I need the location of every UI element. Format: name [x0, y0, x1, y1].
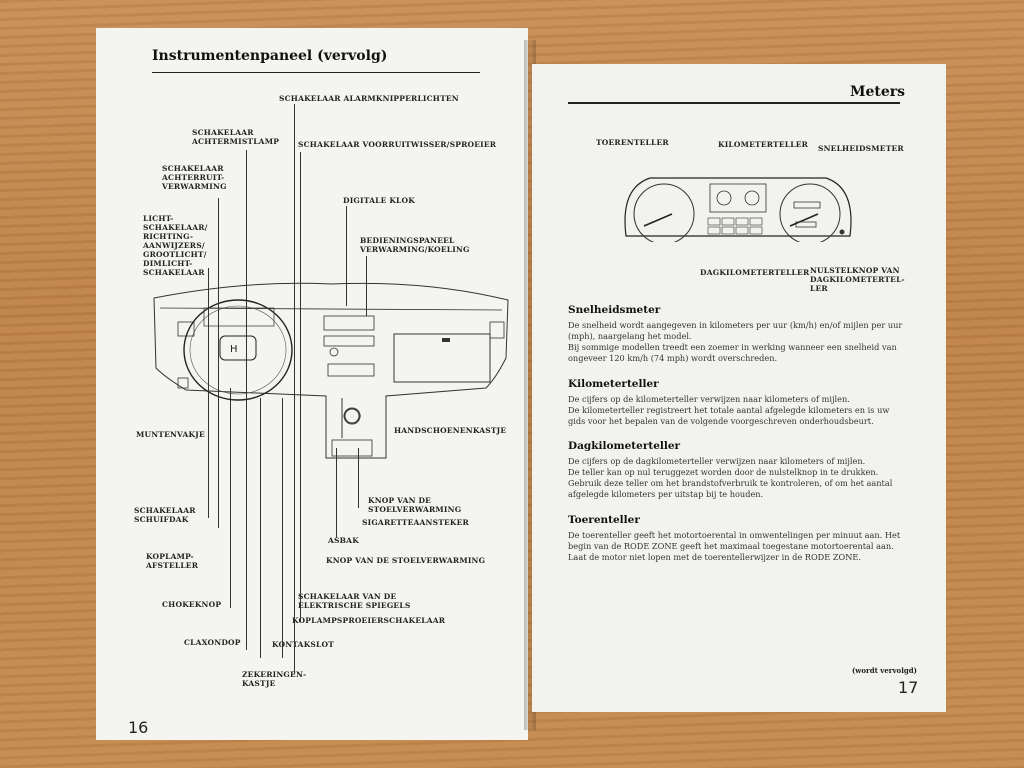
- header-rule: [568, 102, 900, 104]
- label-alarm: SCHAKELAAR ALARMKNIPPERLICHTEN: [279, 94, 459, 103]
- label-zekering: ZEKERINGEN- KASTJE: [242, 670, 307, 688]
- label-sigaret: SIGARETTEAANSTEKER: [362, 518, 469, 527]
- leader-line: [336, 448, 337, 538]
- label-snelheidsmeter: SNELHEIDSMETER: [818, 144, 904, 153]
- right-page-header: Meters: [850, 84, 906, 100]
- left-page-header: Instrumentenpaneel (vervolg): [152, 48, 388, 64]
- section-title: Dagkilometerteller: [568, 440, 681, 452]
- label-sproeier: KOPLAMPSPROEIERSCHAKELAAR: [292, 616, 446, 625]
- leader-line: [260, 398, 261, 658]
- section-title: Kilometerteller: [568, 378, 659, 390]
- gauge-cluster: [624, 177, 852, 242]
- left-page: Instrumentenpaneel (vervolg) SCHAKELAAR …: [96, 28, 528, 740]
- leader-line: [366, 256, 367, 316]
- label-bediening: BEDIENINGSPANEEL VERWARMING/KOELING: [360, 236, 470, 254]
- label-klok: DIGITALE KLOK: [343, 196, 415, 205]
- continued-note: (wordt vervolgd): [852, 666, 917, 675]
- label-koplamp-afsteller: KOPLAMP- AFSTELLER: [146, 552, 199, 570]
- section-text: De cijfers op de dagkilometerteller verw…: [568, 456, 893, 499]
- label-nulstel: NULSTELKNOP VAN DAGKILOMETERTEL- LER: [810, 266, 905, 293]
- page-number-left: 16: [128, 718, 149, 737]
- dashboard-illustration: H: [153, 282, 509, 459]
- label-kilometerteller: KILOMETERTELLER: [718, 140, 809, 149]
- label-kontakslot: KONTAKSLOT: [272, 640, 335, 649]
- label-dagkilometerteller: DAGKILOMETERTELLER: [700, 268, 810, 277]
- section-text: De snelheid wordt aangegeven in kilomete…: [568, 320, 903, 363]
- label-schuifdak: SCHAKELAAR SCHUIFDAK: [134, 506, 196, 524]
- section-text: De cijfers op de kilometerteller verwijz…: [568, 394, 890, 426]
- header-rule: [152, 72, 480, 73]
- label-achtermist: SCHAKELAAR ACHTERMISTLAMP: [192, 128, 280, 146]
- label-ruitwisser: SCHAKELAAR VOORRUITWISSER/SPROEIER: [298, 140, 497, 149]
- label-choke: CHOKEKNOP: [162, 600, 222, 609]
- label-spiegels: SCHAKELAAR VAN DE ELEKTRISCHE SPIEGELS: [298, 592, 411, 610]
- label-muntenvakje: MUNTENVAKJE: [136, 430, 205, 439]
- leader-line: [294, 104, 295, 674]
- label-claxon: CLAXONDOP: [184, 638, 241, 647]
- section-title: Snelheidsmeter: [568, 304, 661, 316]
- svg-text:H: H: [230, 344, 238, 355]
- leader-line: [246, 150, 247, 650]
- leader-line: [230, 388, 231, 608]
- label-achterruit: SCHAKELAAR ACHTERRUIT- VERWARMING: [162, 164, 227, 191]
- leader-line: [218, 198, 219, 528]
- section-title: Toerenteller: [568, 514, 640, 526]
- label-handschoen: HANDSCHOENENKASTJE: [394, 426, 507, 435]
- label-stoel2: KNOP VAN DE STOELVERWARMING: [326, 556, 486, 565]
- leader-line: [358, 448, 359, 508]
- leader-line: [346, 206, 347, 306]
- leader-line: [300, 152, 301, 622]
- right-page: Meters TOERENTELLER KILOMETERTELLER SNEL…: [532, 64, 946, 712]
- label-asbak: ASBAK: [328, 536, 359, 545]
- label-stoel1: KNOP VAN DE STOELVERWARMING: [368, 496, 462, 514]
- label-licht: LICHT- SCHAKELAAR/ RICHTING- AANWIJZERS/…: [143, 214, 208, 277]
- section-text: De toerenteller geeft het motortoerental…: [568, 530, 901, 562]
- leader-line: [208, 268, 209, 518]
- page-number-right: 17: [898, 678, 919, 697]
- label-toerenteller: TOERENTELLER: [596, 138, 669, 147]
- leader-line: [282, 398, 283, 658]
